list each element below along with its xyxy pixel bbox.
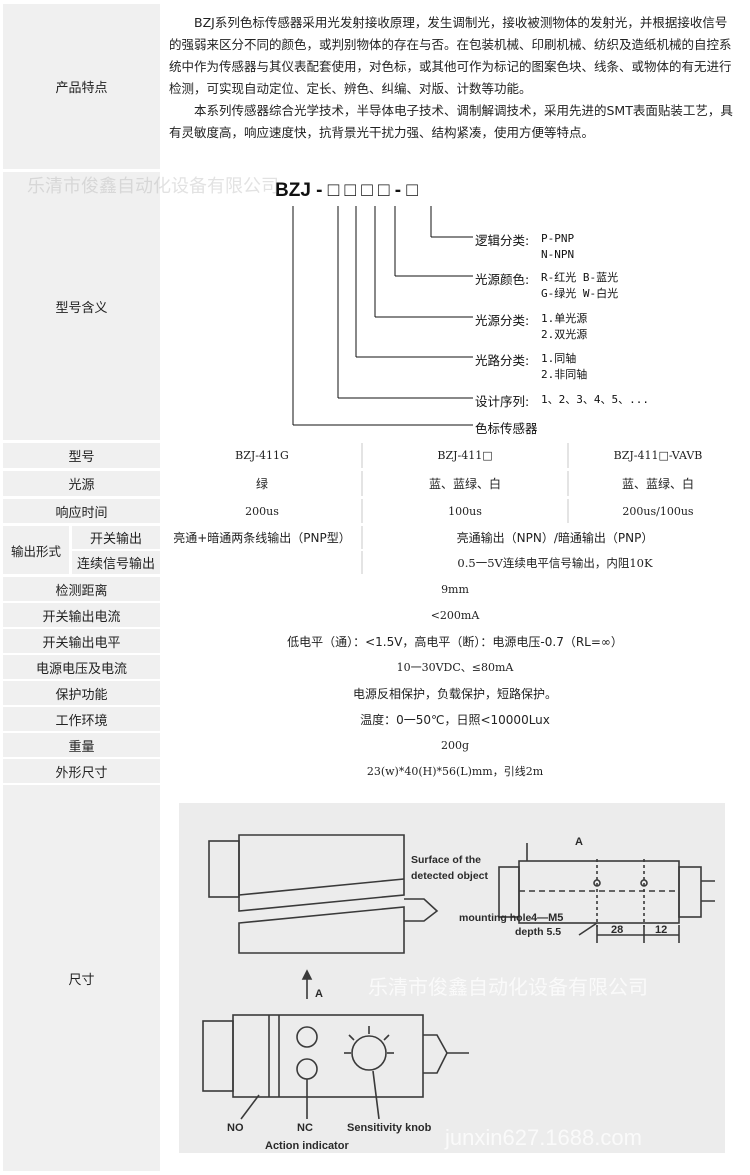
spec-output-block: 输出形式 开关输出 亮通+暗通两条线输出（PNP型） 亮通输出（NPN）/暗通输… xyxy=(3,526,747,574)
label-depth: depth 5.5 xyxy=(515,926,561,938)
dimension-row: 尺寸 xyxy=(3,785,747,1171)
spec-row: 重量 200g xyxy=(3,733,747,757)
light-path-option-2: 2.非同轴 xyxy=(541,368,588,381)
model-code: BZJ - □ □ □ □ - □ xyxy=(275,180,418,201)
spec-response-row: 响应时间 200us 100us 200us/100us xyxy=(3,499,747,523)
label-mount-2: 4—M5 xyxy=(531,912,563,924)
dimension-drawing: A Surface of the detected object mountin… xyxy=(179,803,725,1153)
housing-bottom xyxy=(238,906,405,954)
switch-output-row: 开关输出 亮通+暗通两条线输出（PNP型） 亮通输出（NPN）/暗通输出（PNP… xyxy=(72,526,747,549)
light-411g: 绿 xyxy=(163,471,361,496)
label-a-top: A xyxy=(575,836,583,848)
switch-output-label: 开关输出 xyxy=(72,526,160,549)
label-indicator: Action indicator xyxy=(265,1140,349,1152)
watermark-company-2: 乐清市俊鑫自动化设备有限公司 xyxy=(368,977,648,999)
dimension-label: 尺寸 xyxy=(3,785,160,1171)
light-source-label: 光源分类: xyxy=(475,313,530,328)
continuous-output-row: 连续信号输出 0.5一5V连续电平信号输出，内阻10K xyxy=(72,551,747,574)
features-para-1: BZJ系列色标传感器采用光发射接收原理，发生调制光，接收被测物体的发射光，并根据… xyxy=(169,15,732,96)
spec-row: 保护功能 电源反相保护，负载保护，短路保护。 xyxy=(3,681,747,705)
model-411g: BZJ-411G xyxy=(163,443,361,468)
light-source-option-2: 2.双光源 xyxy=(541,328,588,341)
label-dim-12: 12 xyxy=(655,924,667,936)
protection-value: 电源反相保护，负载保护，短路保护。 xyxy=(163,681,747,705)
response-411g: 200us xyxy=(163,499,361,523)
design-series-label: 设计序列: xyxy=(475,394,530,409)
continuous-output-label: 连续信号输出 xyxy=(72,551,160,574)
features-text: BZJ系列色标传感器采用光发射接收原理，发生调制光，接收被测物体的发射光，并根据… xyxy=(163,4,747,169)
design-series-options: 1、2、3、4、5、... xyxy=(541,393,649,406)
light-411-vavb: 蓝、蓝绿、白 xyxy=(569,471,747,496)
label-knob: Sensitivity knob xyxy=(347,1122,432,1134)
model-meaning-row: 型号含义 BZJ - □ □ □ □ - □ 逻辑分类: P-PNP N-NPN… xyxy=(3,172,747,440)
light-color-option-1: R-红光 B-蓝光 xyxy=(541,271,619,284)
model-diagram: BZJ - □ □ □ □ - □ 逻辑分类: P-PNP N-NPN 光源颜色… xyxy=(163,172,747,440)
spec-response-label: 响应时间 xyxy=(3,499,160,523)
spec-model-row: 型号 BZJ-411G BZJ-411□ BZJ-411□-VAVB xyxy=(3,443,747,468)
protection-label: 保护功能 xyxy=(3,681,160,705)
environment-label: 工作环境 xyxy=(3,707,160,731)
light-source-option-1: 1.单光源 xyxy=(541,312,588,325)
switch-output-411: 亮通输出（NPN）/暗通输出（PNP） xyxy=(363,526,747,549)
model-diagram-lines xyxy=(292,206,473,426)
spec-sheet: 产品特点 BZJ系列色标传感器采用光发射接收原理，发生调制光，接收被测物体的发射… xyxy=(3,4,747,1171)
model-411: BZJ-411□ xyxy=(363,443,567,468)
continuous-output-value: 0.5一5V连续电平信号输出，内阻10K xyxy=(363,551,747,574)
spec-row: 开关输出电平 低电平（通）：<1.5V，高电平（断）：电源电压-0.7（RL=∞… xyxy=(3,629,747,653)
spec-row: 外形尺寸 23(w)*40(H)*56(L)mm，引线2m xyxy=(3,759,747,783)
supply-label: 电源电压及电流 xyxy=(3,655,160,679)
color-sensor-label: 色标传感器 xyxy=(475,421,538,436)
size-label: 外形尺寸 xyxy=(3,759,160,783)
model-411-vavb: BZJ-411□-VAVB xyxy=(569,443,747,468)
spec-row: 电源电压及电流 10一30VDC、≤80mA xyxy=(3,655,747,679)
switch-level-label: 开关输出电平 xyxy=(3,629,160,653)
detect-distance-value: 9mm xyxy=(163,577,747,601)
model-meaning-label: 型号含义 xyxy=(3,172,160,440)
light-411: 蓝、蓝绿、白 xyxy=(363,471,567,496)
switch-current-label: 开关输出电流 xyxy=(3,603,160,627)
connector-top xyxy=(208,840,240,898)
light-color-label: 光源颜色: xyxy=(475,272,530,287)
watermark-url: junxin627.1688.com xyxy=(445,1125,642,1150)
label-a-arrow: A xyxy=(315,988,323,1000)
label-nc: NC xyxy=(297,1122,313,1134)
dimension-cell: A Surface of the detected object mountin… xyxy=(163,785,747,1171)
label-surface-2: detected object xyxy=(411,870,489,882)
sensor-drawing: A Surface of the detected object mountin… xyxy=(202,834,715,1152)
logic-option-2: N-NPN xyxy=(541,248,575,261)
label-surface-1: Surface of the xyxy=(411,854,481,866)
light-path-option-1: 1.同轴 xyxy=(541,352,577,365)
output-form-label: 输出形式 xyxy=(3,526,69,574)
size-value: 23(w)*40(H)*56(L)mm，引线2m xyxy=(163,759,747,783)
switch-output-411g: 亮通+暗通两条线输出（PNP型） xyxy=(163,526,361,549)
response-411-vavb: 200us/100us xyxy=(569,499,747,523)
spec-row: 开关输出电流 <200mA xyxy=(3,603,747,627)
detect-distance-label: 检测距离 xyxy=(3,577,160,601)
logic-class-label: 逻辑分类: xyxy=(475,233,530,248)
label-mount-1: mounting hole xyxy=(459,912,531,924)
response-411: 100us xyxy=(363,499,567,523)
supply-value: 10一30VDC、≤80mA xyxy=(163,655,747,679)
light-color-option-2: G-绿光 W-白光 xyxy=(541,287,619,300)
label-dim-28: 28 xyxy=(611,924,623,936)
housing-top xyxy=(238,834,405,912)
spec-light-label: 光源 xyxy=(3,471,160,496)
features-label: 产品特点 xyxy=(3,4,160,169)
features-para-2: 本系列传感器综合光学技术，半导体电子技术、调制解调技术，采用先进的SMT表面贴装… xyxy=(169,103,733,140)
spec-row: 工作环境 温度：0一50℃，日照<10000Lux xyxy=(3,707,747,731)
spec-row: 检测距离 9mm xyxy=(3,577,747,601)
weight-value: 200g xyxy=(163,733,747,757)
label-no: NO xyxy=(227,1122,244,1134)
features-row: 产品特点 BZJ系列色标传感器采用光发射接收原理，发生调制光，接收被测物体的发射… xyxy=(3,4,747,169)
spec-light-row: 光源 绿 蓝、蓝绿、白 蓝、蓝绿、白 xyxy=(3,471,747,496)
light-path-label: 光路分类: xyxy=(475,353,530,368)
weight-label: 重量 xyxy=(3,733,160,757)
spec-model-label: 型号 xyxy=(3,443,160,468)
switch-current-value: <200mA xyxy=(163,603,747,627)
logic-option-1: P-PNP xyxy=(541,232,575,245)
environment-value: 温度：0一50℃，日照<10000Lux xyxy=(163,707,747,731)
switch-level-value: 低电平（通）：<1.5V，高电平（断）：电源电压-0.7（RL=∞） xyxy=(163,629,747,653)
